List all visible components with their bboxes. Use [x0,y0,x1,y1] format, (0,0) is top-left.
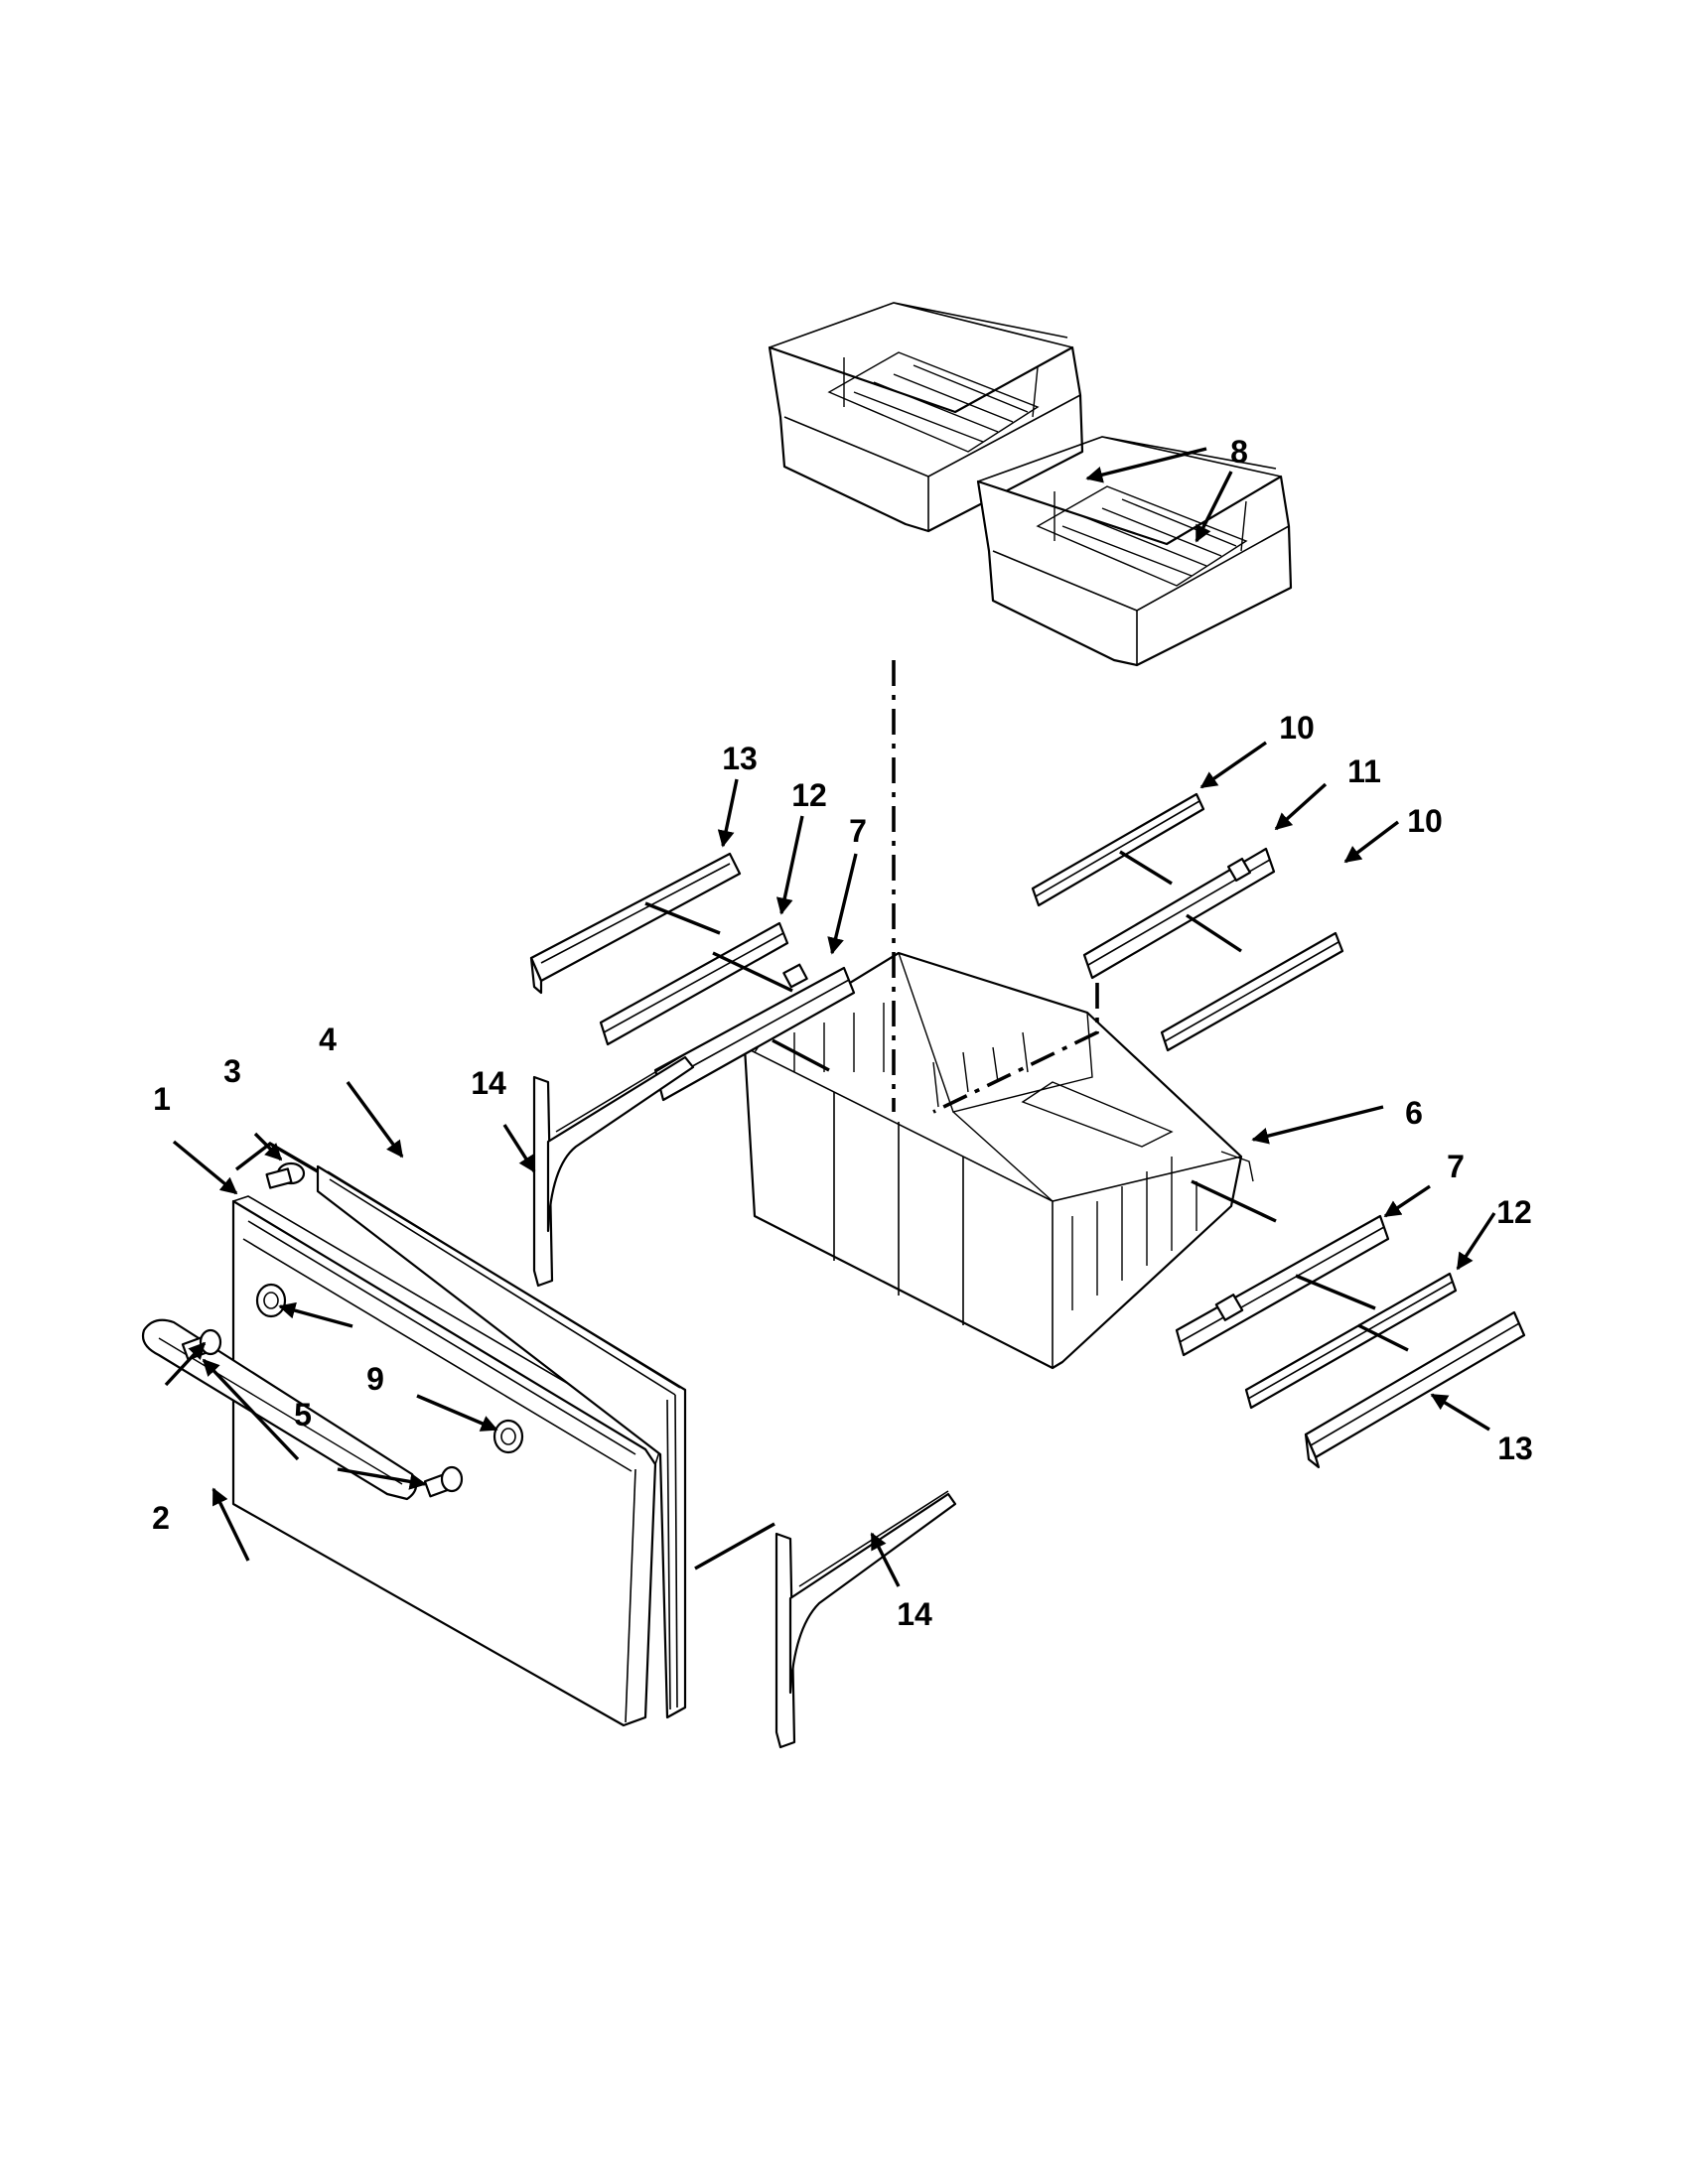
callout-7-right: 7 [1447,1149,1465,1184]
callout-8: 8 [1230,434,1248,470]
callout-14-left: 14 [471,1065,506,1101]
callout-12-right: 12 [1496,1194,1532,1230]
callout-12-left: 12 [791,777,827,813]
callout-arrows [164,447,1496,1587]
alignment-line-slide [932,983,1099,1114]
slide-assembly-right [1175,1214,1390,1357]
callout-13-left: 13 [722,741,758,776]
callout-1: 1 [153,1081,171,1117]
connection-lines [234,850,1409,1570]
bracket-left [532,1053,695,1288]
callout-4: 4 [319,1022,337,1057]
callout-11: 11 [1347,753,1381,789]
callout-9: 9 [366,1361,384,1397]
upper-basket-front [976,436,1293,667]
handle-spacer-left [255,1283,287,1318]
callout-5: 5 [294,1397,312,1433]
door-gasket [316,1164,687,1719]
handle-screw-right [423,1465,464,1498]
screw-part-3 [265,1161,306,1189]
handle-spacer-right [492,1419,524,1454]
basket-slide-upper-a [1031,792,1205,907]
callout-2: 2 [152,1500,170,1536]
slide-cover-left [529,852,742,995]
callout-14-right: 14 [897,1596,932,1632]
main-freezer-basket [743,951,1254,1370]
callout-7-left: 7 [849,813,867,849]
slide-cover-right [1304,1310,1526,1469]
callout-labels: 1 2 3 4 5 6 7 7 8 9 10 10 11 12 12 13 13… [152,434,1533,1632]
callout-13-right: 13 [1497,1431,1533,1466]
bracket-right [774,1490,957,1749]
basket-slide-upper-b [1160,931,1344,1052]
slide-rail-right [1244,1272,1458,1410]
callout-3: 3 [223,1053,241,1089]
basket-slide-center [1082,847,1276,980]
callout-6: 6 [1405,1095,1423,1131]
upper-basket-rear [768,302,1084,533]
callout-10-upper: 10 [1279,710,1315,746]
callout-10-lower: 10 [1407,803,1443,839]
